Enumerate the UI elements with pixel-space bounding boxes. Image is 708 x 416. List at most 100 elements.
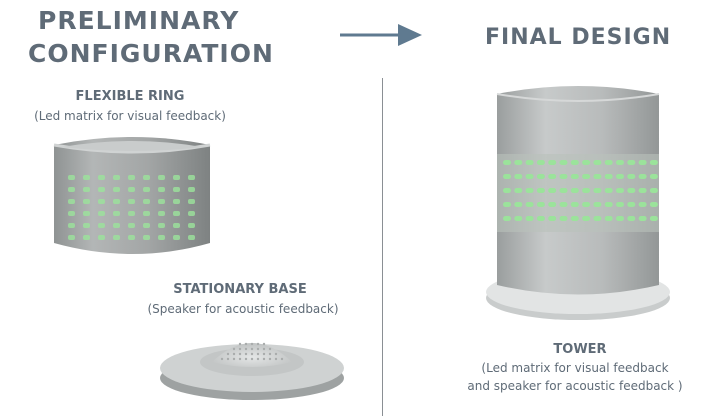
tower-led [593, 202, 602, 207]
speaker-hole [250, 347, 254, 351]
ring-led [143, 187, 150, 192]
tower-led [616, 202, 624, 207]
ring-led [113, 211, 120, 216]
tower-description-line2: and speaker for acoustic feedback ) [467, 379, 683, 393]
ring-led [143, 199, 150, 204]
tower-led [570, 174, 579, 179]
ring-led [158, 211, 165, 216]
ring-led [113, 235, 120, 240]
ring-led [128, 175, 135, 180]
ring-led [83, 211, 90, 216]
tower-led [503, 174, 511, 179]
speaker-hole [262, 347, 266, 351]
tower-led [525, 216, 534, 221]
speaker-hole [238, 347, 242, 351]
tower-led [559, 160, 568, 165]
ring-led [83, 187, 90, 192]
tower-device [486, 86, 670, 320]
ring-led [188, 211, 195, 216]
ring-led [68, 175, 75, 180]
preliminary-heading-line1: PRELIMINARY [38, 6, 240, 35]
tower-led [525, 188, 534, 193]
tower-led [616, 216, 624, 221]
tower-led [604, 160, 613, 165]
ring-led [128, 223, 135, 228]
tower-led [503, 188, 511, 193]
tower-led [604, 202, 613, 207]
tower-led [593, 216, 602, 221]
tower-led [627, 188, 636, 193]
stationary-base-description: (Speaker for acoustic feedback) [147, 302, 339, 316]
tower-led [638, 188, 647, 193]
speaker-hole [232, 352, 236, 356]
tower-led [570, 160, 579, 165]
ring-led [83, 223, 90, 228]
ring-led [188, 223, 195, 228]
speaker-hole [268, 347, 272, 351]
tower-led [559, 216, 568, 221]
speaker-hole [232, 347, 236, 351]
tower-led [525, 202, 534, 207]
tower-led [514, 202, 523, 207]
ring-led [113, 187, 120, 192]
ring-led [83, 235, 90, 240]
ring-led [98, 187, 105, 192]
arrow-right-icon [340, 24, 422, 46]
speaker-hole [268, 357, 272, 361]
tower-led [649, 188, 658, 193]
speaker-hole [250, 352, 254, 356]
tower-led [616, 174, 624, 179]
ring-led [143, 235, 150, 240]
tower-led [570, 188, 579, 193]
ring-led [98, 175, 105, 180]
ring-led [158, 187, 165, 192]
flexible-ring-description: (Led matrix for visual feedback) [34, 109, 226, 123]
speaker-hole [274, 352, 278, 356]
ring-led [188, 235, 195, 240]
tower-led [649, 216, 658, 221]
speaker-hole [262, 352, 266, 356]
speaker-hole [262, 357, 266, 361]
tower-led [616, 188, 624, 193]
ring-led [128, 187, 135, 192]
tower-description-line1: (Led matrix for visual feedback [481, 361, 669, 375]
speaker-hole [226, 352, 230, 356]
tower-led [548, 216, 557, 221]
tower-led [548, 160, 557, 165]
tower-led [638, 160, 647, 165]
speaker-hole [226, 357, 230, 361]
tower-led [638, 174, 647, 179]
ring-led [188, 199, 195, 204]
tower-led [649, 202, 658, 207]
speaker-hole [250, 342, 254, 346]
speaker-hole [274, 357, 278, 361]
ring-led [143, 223, 150, 228]
tower-led [582, 160, 591, 165]
ring-led [173, 199, 180, 204]
ring-led [173, 187, 180, 192]
tower-led [627, 160, 636, 165]
tower-led [570, 216, 579, 221]
tower-led [627, 202, 636, 207]
tower-led [649, 160, 658, 165]
tower-led [503, 160, 511, 165]
ring-led [83, 199, 90, 204]
tower-led [582, 188, 591, 193]
tower-led [525, 174, 534, 179]
section-divider [382, 78, 383, 416]
tower-led [536, 174, 545, 179]
tower-led [627, 174, 636, 179]
ring-led [68, 211, 75, 216]
tower-led [582, 174, 591, 179]
tower-led [536, 188, 545, 193]
ring-led [173, 235, 180, 240]
speaker-hole [238, 342, 242, 346]
ring-led [173, 223, 180, 228]
speaker-hole [244, 342, 248, 346]
tower-led [559, 174, 568, 179]
ring-led [68, 187, 75, 192]
ring-led [158, 175, 165, 180]
tower-led [570, 202, 579, 207]
speaker-hole [256, 342, 260, 346]
speaker-hole [262, 342, 266, 346]
